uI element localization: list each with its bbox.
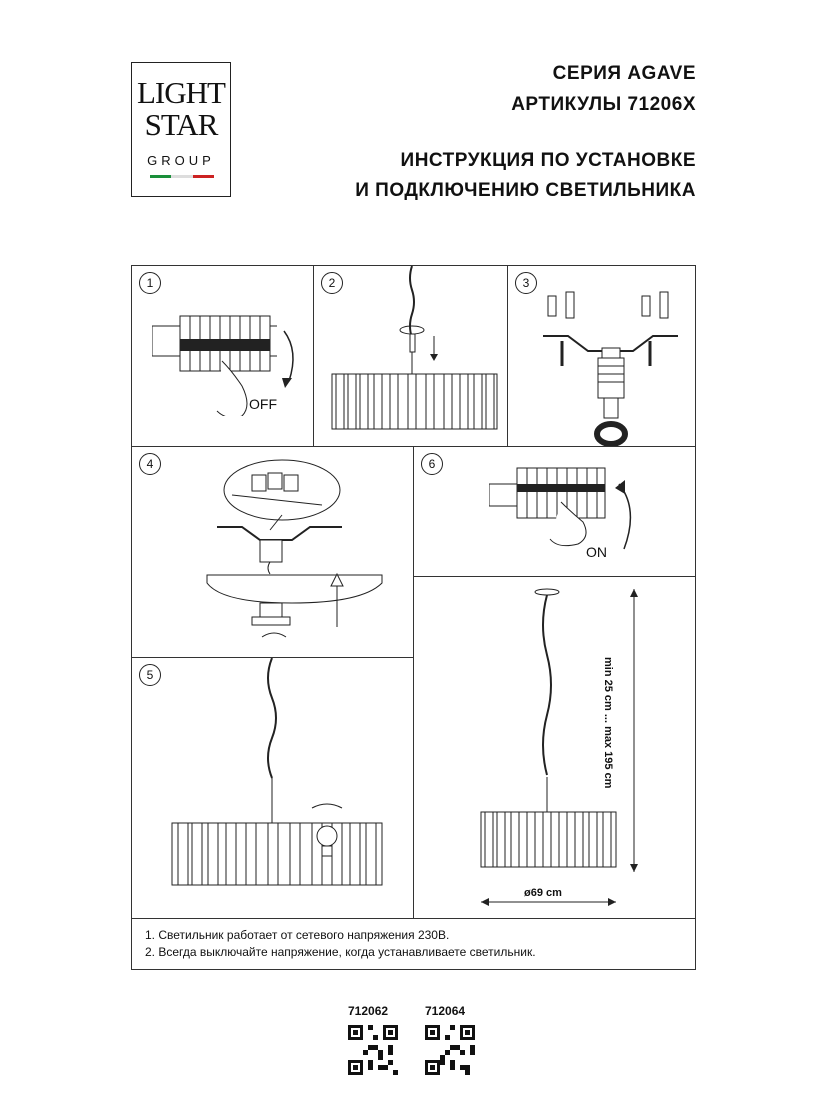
wiring-connection-icon [206,459,383,638]
off-label: OFF [249,396,277,412]
instruction-title-line2: И ПОДКЛЮЧЕНИЮ СВЕТИЛЬНИКА [355,180,696,201]
step-5-panel: 5 [131,657,414,919]
step-1-number: 1 [139,272,161,294]
article-code-1: 712062 [348,1004,389,1018]
series-title: СЕРИЯ AGAVE [552,63,696,84]
instruction-title-line1: ИНСТРУКЦИЯ ПО УСТАНОВКЕ [400,150,696,171]
mounting-bracket-icon [543,291,678,446]
brand-logo: LIGHT STAR GROUP [131,62,231,197]
step-4-number: 4 [139,453,161,475]
step-2-number: 2 [321,272,343,294]
qr-code-icon [348,1025,398,1075]
italian-flag-stripe [150,175,214,178]
step-4-panel: 4 [131,446,414,658]
step-5-number: 5 [139,664,161,686]
logo-text-group: GROUP [147,153,215,168]
step-3-panel: 3 [507,265,696,447]
diameter-dimension-label: ø69 cm [524,887,562,899]
circuit-breaker-on-icon [489,467,632,550]
note-1: 1. Светильник работает от сетевого напря… [145,928,450,942]
note-2: 2. Всегда выключайте напряжение, когда у… [145,945,536,959]
step-6-number: 6 [421,453,443,475]
lamp-bulb-install-icon [171,658,383,886]
article-code-2: 712064 [425,1004,466,1018]
on-label: ON [586,544,607,560]
step-1-panel: 1 OFF [131,265,314,447]
logo-text-star: STAR [144,107,219,142]
articles-title: АРТИКУЛЫ 71206X [511,94,696,115]
logo-text-light: LIGHT [137,75,226,110]
step-3-number: 3 [515,272,537,294]
dimensions-panel: min 25 cm ... max 195 cm ø69 cm [413,576,696,919]
arrow-up-icon [330,572,344,627]
circuit-breaker-icon [152,315,294,416]
qr-code-icon [425,1025,475,1075]
height-dimension-label: min 25 cm ... max 195 cm [602,657,614,789]
lamp-dimensions-icon [480,588,638,906]
step-6-panel: 6 ON [413,446,696,577]
lamp-unscrew-icon [331,266,498,430]
notes-box: 1. Светильник работает от сетевого напря… [131,918,696,970]
step-2-panel: 2 [313,265,508,447]
